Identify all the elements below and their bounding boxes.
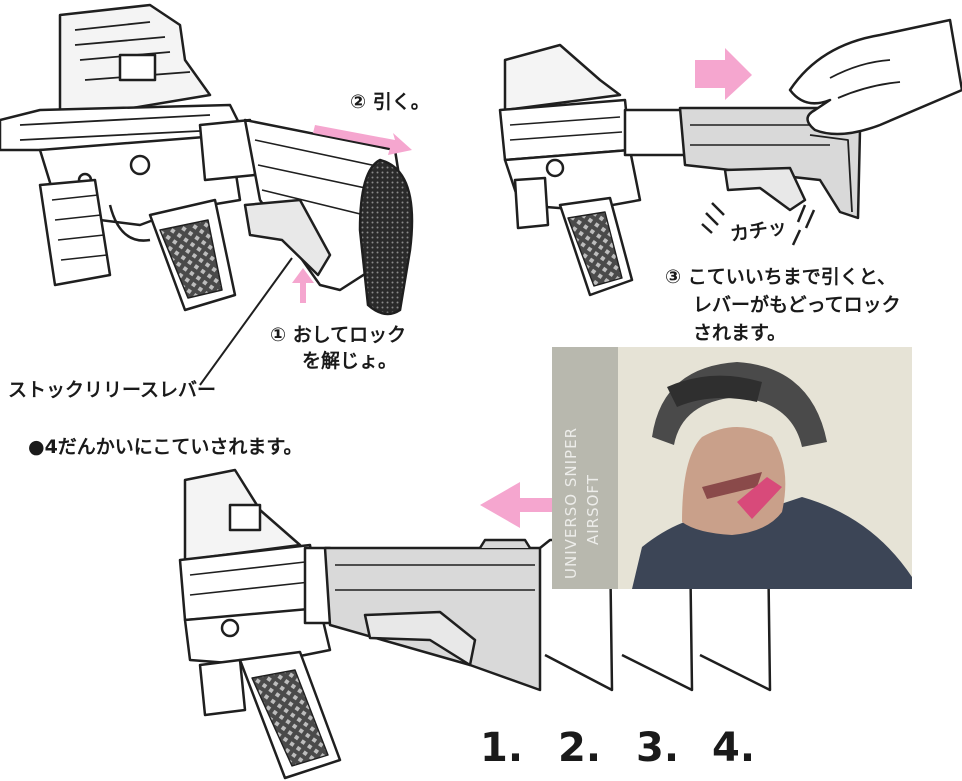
step3-label-line2: レバーがもどってロック [693, 294, 901, 316]
rifle-illustration-step1 [0, 3, 414, 316]
lever-label: ストックリリースレバー [8, 379, 217, 401]
step1-label-line2: を解じょ。 [302, 350, 398, 372]
rifle-illustration-positions [178, 468, 772, 780]
position-number-2: 2. [558, 725, 602, 771]
watermark-line-2: AIRSOFT [584, 474, 602, 545]
watermark-line-1: UNIVERSO SNIPER [562, 427, 580, 579]
step3-label-line1: ③ こていいちまで引くと、 [665, 266, 896, 288]
four-positions-note: ●4だんかいにこていされます。 [28, 436, 303, 458]
step2-label: ② 引く。 [350, 91, 430, 113]
watermark: UNIVERSO SNIPER AIRSOFT [552, 347, 618, 589]
push-arrow-step1 [292, 268, 314, 303]
rifle-illustration-step3 [498, 18, 962, 297]
soldier-photo [552, 347, 912, 589]
click-marks [701, 202, 816, 246]
position-number-4: 4. [712, 725, 756, 771]
position-number-3: 3. [636, 725, 680, 771]
step3-label-line3: されます。 [693, 322, 787, 344]
pull-arrow-step2 [313, 125, 412, 155]
pull-arrow-step3 [695, 48, 752, 100]
step1-label-line1: ① おしてロック [270, 324, 407, 346]
position-number-1: 1. [480, 725, 524, 771]
lever-leader-line [199, 257, 293, 386]
